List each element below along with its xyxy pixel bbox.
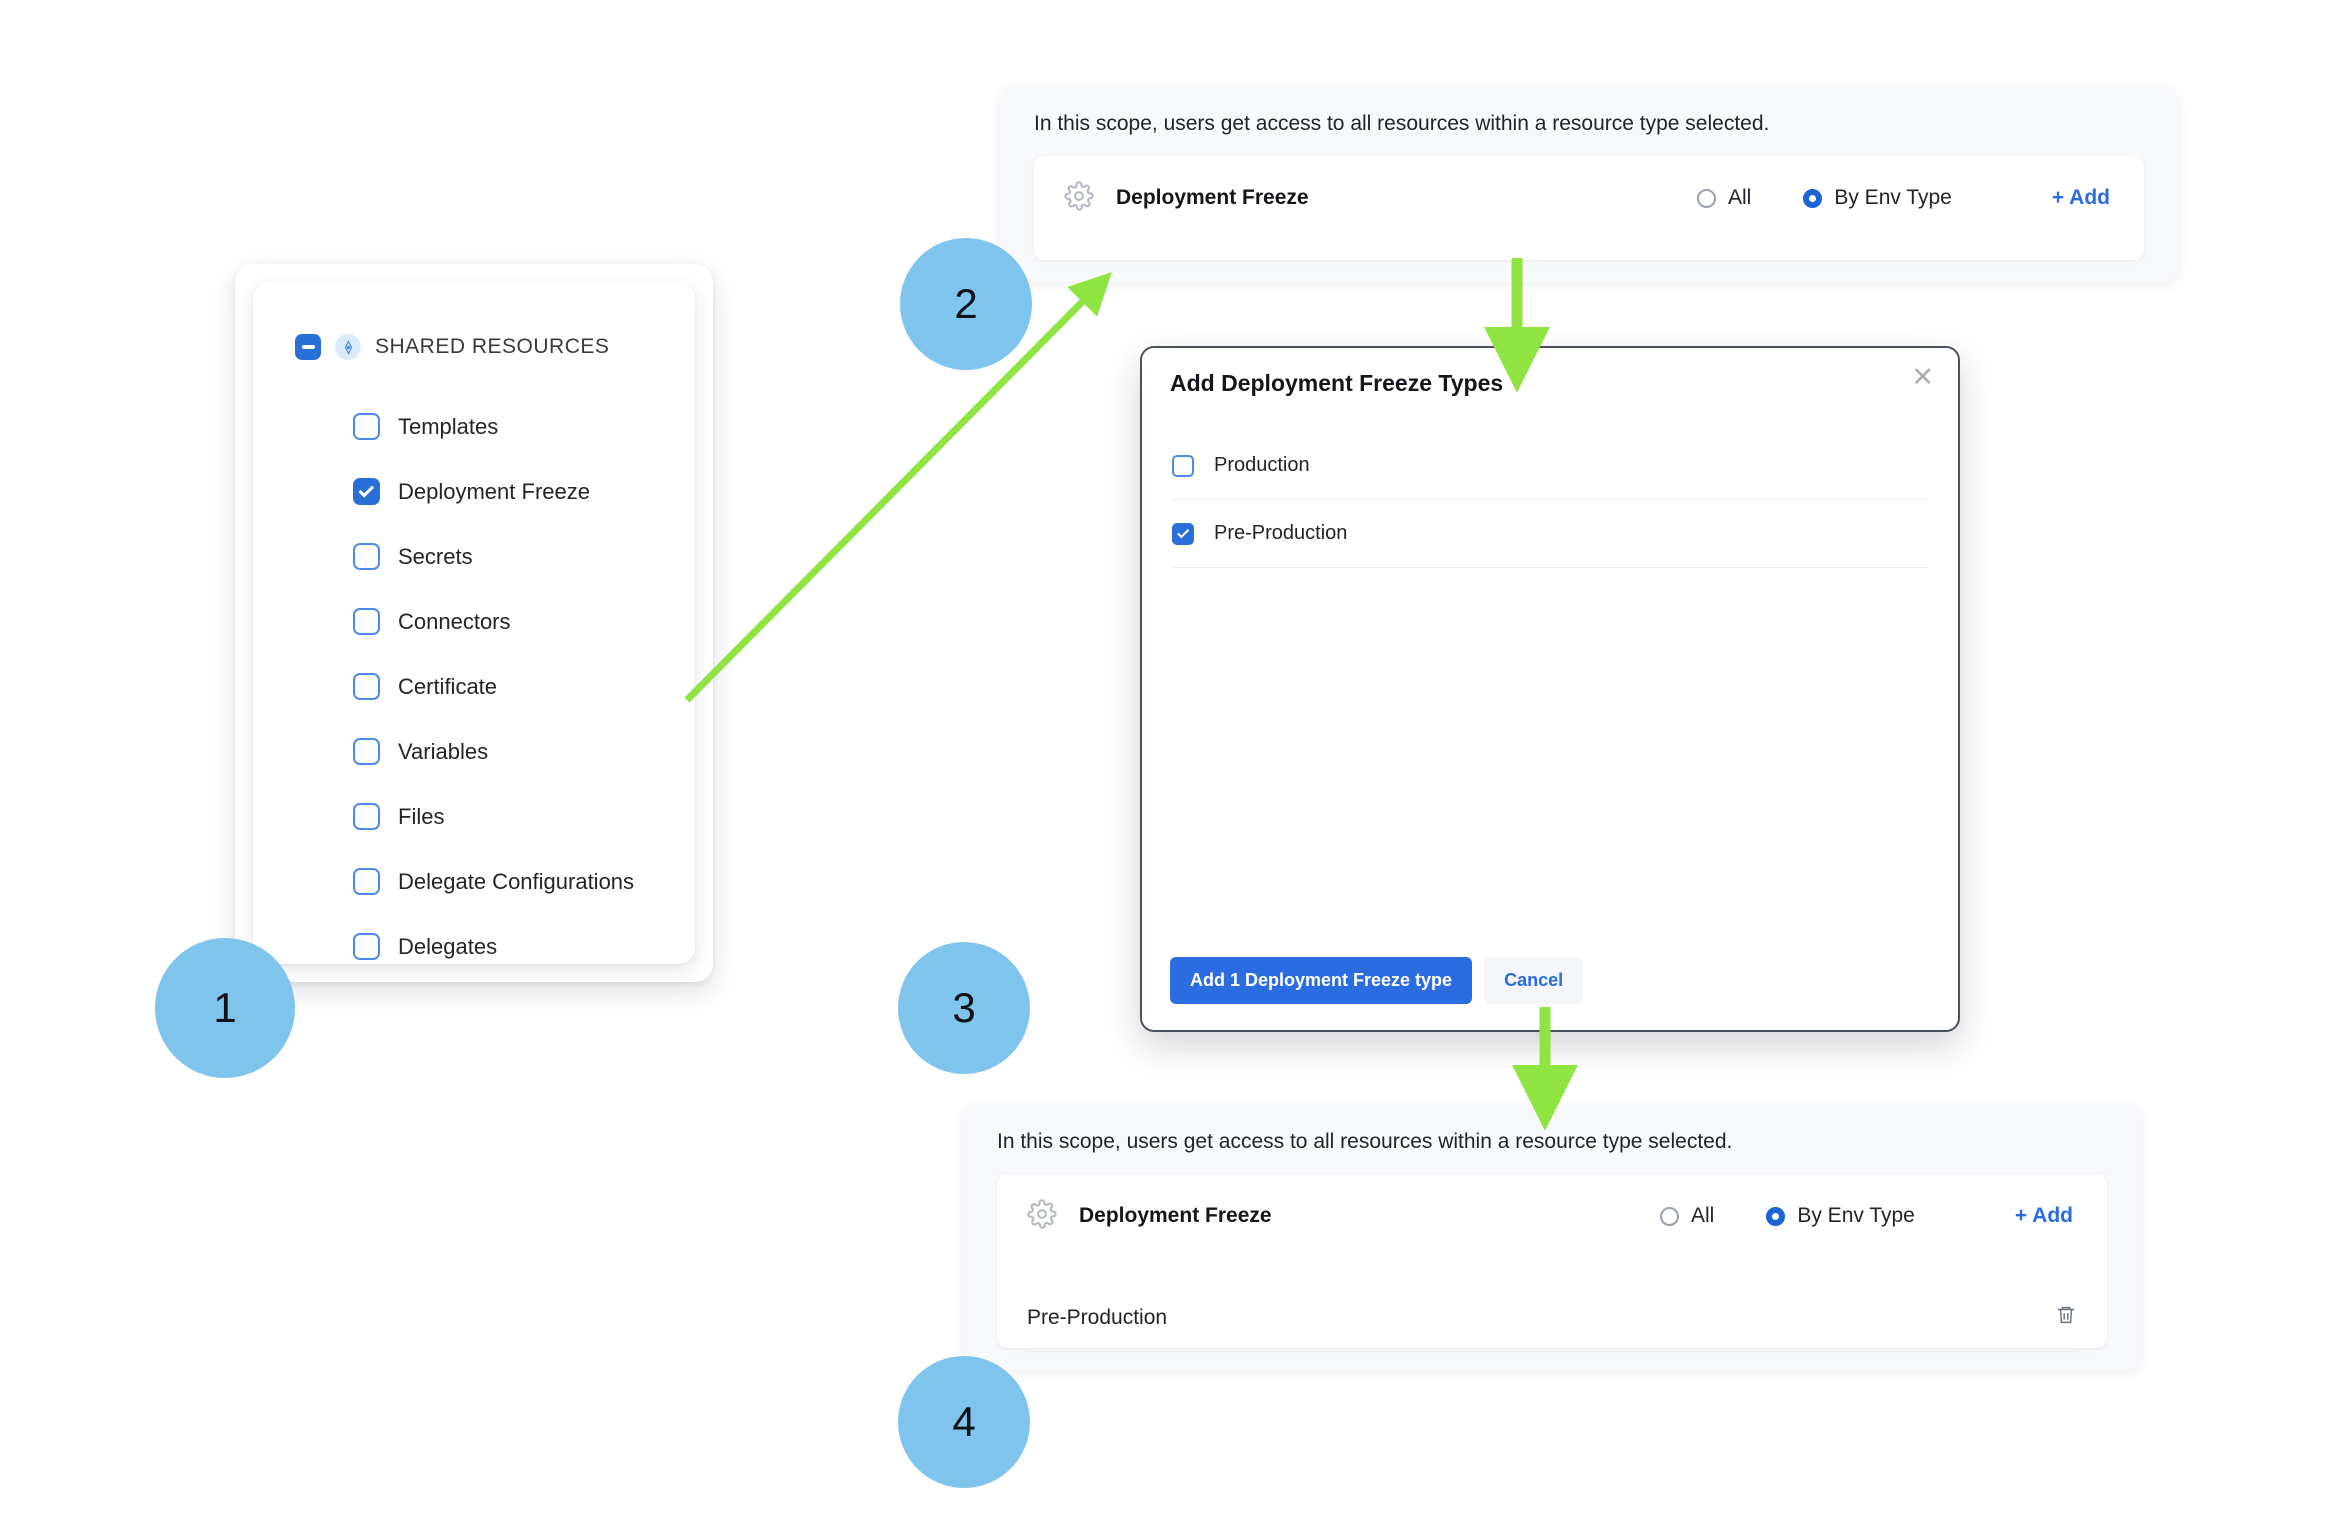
add-deployment-freeze-types-modal: Add Deployment Freeze Types ✕ Production… (1140, 346, 1960, 1032)
scope-resource-name: Deployment Freeze (1116, 186, 1309, 209)
checkbox-delegates[interactable] (353, 933, 380, 960)
modal-title: Add Deployment Freeze Types (1170, 370, 1504, 396)
list-item-label: Connectors (398, 608, 511, 634)
scope-controls: All By Env Type + Add (1697, 186, 2144, 210)
checkbox-secrets[interactable] (353, 543, 380, 570)
checkbox-deployment-freeze[interactable] (353, 478, 380, 505)
modal-option-list: Production Pre-Production (1172, 432, 1928, 568)
checkbox-files[interactable] (353, 803, 380, 830)
list-item-label: Deployment Freeze (398, 478, 590, 504)
radio-all-icon[interactable] (1697, 188, 1716, 208)
shared-resources-icon (335, 334, 361, 360)
add-button[interactable]: + Add (2051, 186, 2110, 209)
scope-note: In this scope, users get access to all r… (997, 1130, 1733, 1153)
close-icon[interactable]: ✕ (1911, 362, 1934, 392)
selected-env-type-label: Pre-Production (1027, 1305, 1168, 1329)
scope-resource-row: Deployment Freeze All By Env Type + Add (1034, 156, 2144, 240)
radio-option-label: By Env Type (1797, 1204, 1915, 1227)
list-item[interactable]: Production (1172, 432, 1928, 500)
list-item[interactable]: Files (353, 784, 634, 849)
shared-resources-title: SHARED RESOURCES (375, 335, 610, 358)
callout-step-3: 3 (898, 942, 1030, 1074)
radio-option-by-env-type[interactable]: By Env Type (1766, 1204, 1915, 1228)
scope-panel-bottom: In this scope, users get access to all r… (963, 1104, 2141, 1370)
list-item[interactable]: Templates (353, 394, 634, 459)
callout-number: 1 (213, 984, 237, 1031)
shared-resources-card: SHARED RESOURCES Templates Deployment Fr… (253, 282, 695, 964)
scope-panel-top: In this scope, users get access to all r… (1000, 86, 2178, 282)
scope-controls: All By Env Type + Add (1660, 1204, 2107, 1228)
modal-footer: Add 1 Deployment Freeze type Cancel (1170, 957, 1584, 1004)
radio-option-label: By Env Type (1834, 186, 1952, 209)
checkbox-production[interactable] (1172, 454, 1194, 477)
list-item[interactable]: Delegates (353, 914, 634, 964)
arrow-1-to-2 (684, 272, 1112, 703)
list-item[interactable]: Certificate (353, 654, 634, 719)
trash-icon[interactable] (2055, 1304, 2077, 1331)
callout-number: 3 (952, 984, 976, 1031)
list-item-label: Variables (398, 738, 489, 764)
radio-option-by-env-type[interactable]: By Env Type (1803, 186, 1952, 210)
gear-icon (1027, 1198, 1057, 1234)
checkbox-delegate-configurations[interactable] (353, 868, 380, 895)
callout-step-1: 1 (155, 938, 295, 1078)
add-button[interactable]: + Add (2014, 1204, 2073, 1227)
list-item[interactable]: Pre-Production (1172, 500, 1928, 568)
indeterminate-bar (301, 345, 315, 349)
list-item-label: Certificate (398, 673, 498, 699)
shared-resources-list: Templates Deployment Freeze Secrets Conn… (353, 394, 634, 964)
checkbox-connectors[interactable] (353, 608, 380, 635)
list-item[interactable]: Delegate Configurations (353, 849, 634, 914)
list-item-label: Production (1214, 454, 1310, 476)
list-item-label: Pre-Production (1214, 522, 1348, 544)
list-item[interactable]: Secrets (353, 524, 634, 589)
list-item-label: Templates (398, 413, 499, 439)
shared-resources-glyph (344, 339, 352, 355)
radio-option-label: All (1691, 1204, 1715, 1227)
radio-option-label: All (1728, 186, 1752, 209)
add-deployment-freeze-type-button[interactable]: Add 1 Deployment Freeze type (1170, 957, 1473, 1004)
scope-resource-name: Deployment Freeze (1079, 1204, 1272, 1227)
scope-note: In this scope, users get access to all r… (1034, 112, 1770, 135)
list-item[interactable]: Deployment Freeze (353, 459, 634, 524)
collapse-toggle-checkbox[interactable] (295, 334, 321, 360)
radio-all-icon[interactable] (1660, 1206, 1679, 1226)
list-item-label: Secrets (398, 543, 473, 569)
checkbox-certificate[interactable] (353, 673, 380, 700)
list-item[interactable]: Connectors (353, 589, 634, 654)
checkbox-pre-production[interactable] (1172, 522, 1194, 545)
callout-number: 4 (952, 1398, 976, 1445)
scope-resource-row: Deployment Freeze All By Env Type + Add (997, 1174, 2107, 1258)
callout-number: 2 (954, 280, 978, 327)
list-item-label: Files (398, 803, 445, 829)
checkbox-templates[interactable] (353, 413, 380, 440)
scope-resource-card: Deployment Freeze All By Env Type + Add … (997, 1174, 2107, 1352)
list-item-label: Delegate Configurations (398, 868, 635, 894)
selected-env-type-row: Pre-Production (1027, 1284, 2077, 1352)
cancel-button[interactable]: Cancel (1484, 957, 1584, 1004)
radio-option-all[interactable]: All (1697, 186, 1751, 210)
callout-step-4: 4 (898, 1356, 1030, 1488)
list-item[interactable]: Variables (353, 719, 634, 784)
scope-resource-card: Deployment Freeze All By Env Type + Add (1034, 156, 2144, 260)
shared-resources-header[interactable]: SHARED RESOURCES (295, 334, 609, 360)
radio-by-env-type-icon[interactable] (1766, 1206, 1786, 1226)
radio-by-env-type-icon[interactable] (1803, 188, 1823, 208)
gear-icon (1064, 180, 1094, 216)
callout-step-2: 2 (900, 238, 1032, 370)
checkbox-variables[interactable] (353, 738, 380, 765)
list-item-label: Delegates (398, 933, 498, 959)
radio-option-all[interactable]: All (1660, 1204, 1714, 1228)
